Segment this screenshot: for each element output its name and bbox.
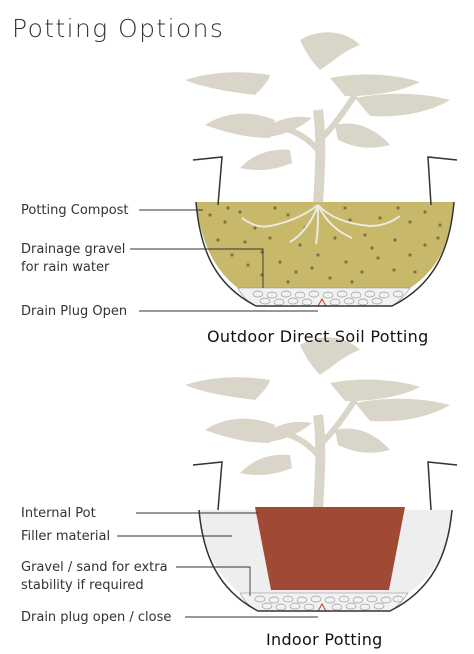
outdoor-compost-fill: [196, 202, 454, 288]
indoor-leader-lines: [117, 512, 318, 618]
label-drain-plug-open-close: Drain plug open / close: [21, 610, 172, 625]
label-gravel-sand-line2: stability if required: [21, 578, 144, 593]
label-internal-pot: Internal Pot: [21, 506, 96, 521]
caption-outdoor: Outdoor Direct Soil Potting: [207, 327, 429, 346]
label-potting-compost: Potting Compost: [21, 203, 129, 218]
indoor-pot-outline: [192, 461, 458, 612]
outdoor-pot-outline: [192, 156, 458, 307]
indoor-plant-illustration: [185, 337, 450, 510]
outdoor-leader-lines: [130, 209, 318, 312]
label-drainage-gravel-line2: for rain water: [21, 260, 110, 275]
label-drain-plug-open: Drain Plug Open: [21, 304, 128, 319]
outdoor-plant-illustration: [185, 32, 450, 205]
caption-indoor: Indoor Potting: [266, 630, 383, 649]
indoor-internal-pot: [255, 507, 405, 590]
page-title: Potting Options: [12, 14, 225, 43]
label-gravel-sand-line1: Gravel / sand for extra: [21, 560, 168, 575]
label-filler-material: Filler material: [21, 529, 111, 544]
outdoor-gravel-pebbles: [252, 290, 404, 306]
indoor-drain-plug: [317, 602, 327, 612]
label-drainage-gravel-line1: Drainage gravel: [21, 242, 126, 257]
indoor-gravel-pebbles: [254, 595, 404, 611]
outdoor-drain-plug: [317, 297, 327, 307]
outdoor-roots: [241, 204, 401, 245]
